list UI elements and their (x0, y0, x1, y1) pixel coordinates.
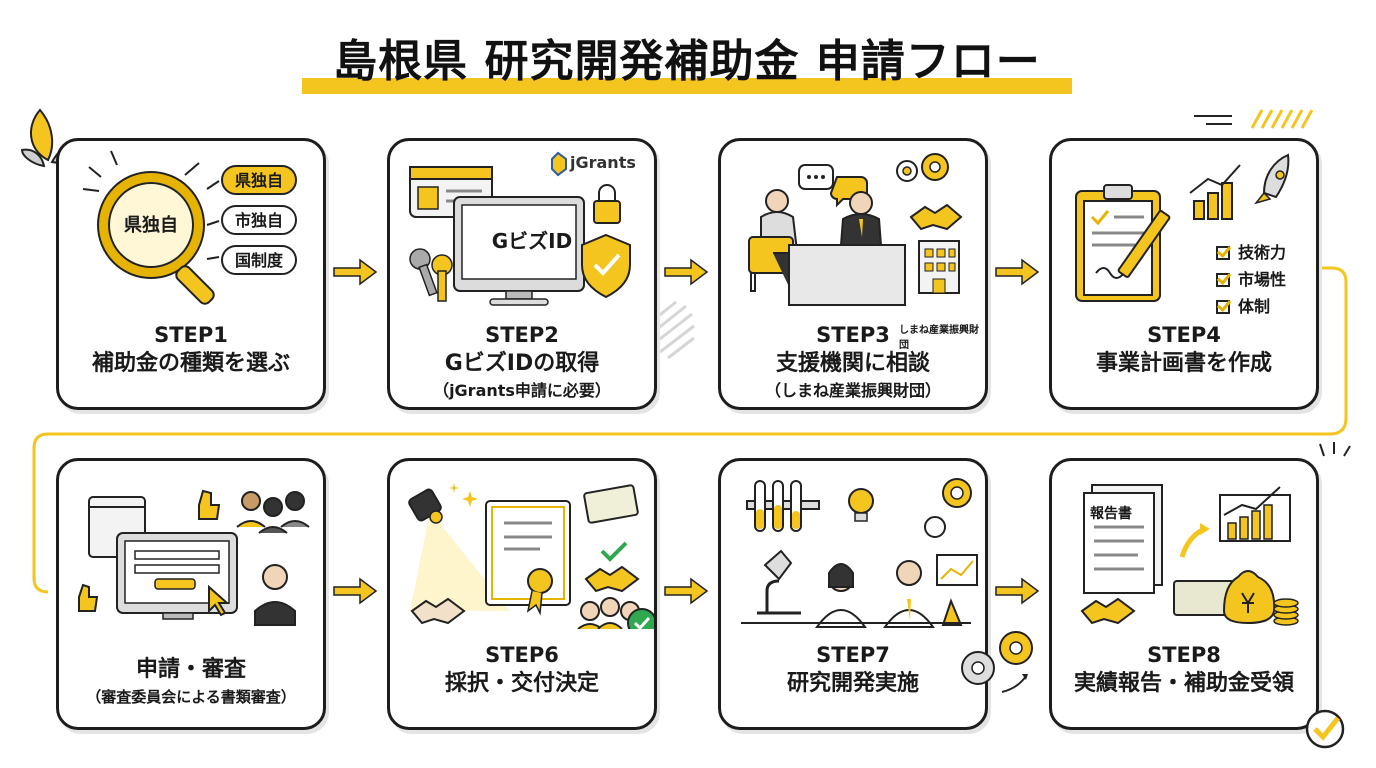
step-name: 申請・審査 (135, 657, 246, 682)
laboratory-icon (741, 478, 978, 628)
title-block: 島根県 研究開発補助金 申請フロー (296, 28, 1078, 98)
step-caption: STEP3 支援機関に相談 （しまね産業振興財団） (721, 321, 985, 403)
consultation-icon (748, 153, 963, 306)
step-caption: STEP4 事業計画書を作成 (1052, 321, 1316, 379)
checkbox-icon (1216, 272, 1230, 287)
jgrants-brand: jGrants (570, 153, 636, 172)
option-city: 市独自 (221, 205, 298, 235)
magnifier-icon (82, 150, 220, 305)
step-number: STEP7 (816, 643, 890, 667)
spark-lines-icon (1319, 442, 1351, 457)
step-card-5: 申請・審査 （審査委員会による書類審査） (56, 458, 326, 730)
step-name: 補助金の種類を選ぶ (91, 351, 290, 376)
evaluation-checklist: 技術力 市場性 体制 (1216, 239, 1286, 320)
speed-lines-icon (1194, 109, 1314, 129)
step-name: GビズIDの取得 (444, 351, 600, 376)
computer-lock-icon (409, 151, 631, 306)
step-caption: STEP6 採択・交付決定 (390, 641, 654, 699)
step-name: 採択・交付決定 (444, 671, 599, 696)
flow-arrow-icon (664, 577, 709, 605)
step-card-6: STEP6 採択・交付決定 (387, 458, 657, 730)
flow-arrow-icon (995, 577, 1040, 605)
step-name: 支援機関に相談 (775, 351, 930, 376)
screen-label: GビズID (491, 229, 573, 253)
step-caption: STEP2 GビズIDの取得 （jGrants申請に必要） (390, 321, 654, 403)
step-number: STEP3 (816, 323, 890, 347)
magnifier-label: 県独自 (124, 215, 178, 236)
step-caption: STEP1 補助金の種類を選ぶ (59, 321, 323, 379)
step-name: 研究開発実施 (786, 671, 919, 696)
step-card-7: STEP7 研究開発実施 (718, 458, 988, 730)
business-plan-icon (1075, 153, 1290, 302)
step-card-3: しまね産業振興財団 STEP3 支援機関に相談 （しまね産業振興財団） (718, 138, 988, 410)
step-name: 実績報告・補助金受領 (1073, 671, 1294, 696)
step-number: STEP8 (1147, 643, 1221, 667)
building-label: しまね産業振興財団 (899, 325, 979, 351)
checkbox-icon (1216, 245, 1230, 260)
gears-icon (961, 631, 1033, 693)
step-card-2: GビズID jGrants STEP2 GビズIDの取得 （jGrants申請に… (387, 138, 657, 410)
flow-arrow-icon (664, 258, 709, 286)
checklist-item: 技術力 (1216, 239, 1286, 266)
complete-check-icon (1305, 709, 1345, 749)
step-number: STEP1 (154, 323, 228, 347)
step-card-1: 県独自 県独自 市独自 国制度 STEP1 補助金の種類を選ぶ (56, 138, 326, 410)
application-review-icon (78, 489, 310, 626)
step-number: STEP6 (485, 643, 559, 667)
step-card-4: 技術力 市場性 体制 STEP4 事業計画書を作成 (1049, 138, 1319, 410)
report-money-icon (1080, 484, 1299, 626)
step-caption: 申請・審査 （審査委員会による書類審査） (59, 641, 323, 709)
flow-arrow-icon (333, 577, 378, 605)
step-number: STEP2 (485, 323, 559, 347)
checklist-item: 体制 (1216, 293, 1286, 320)
checkbox-icon (1216, 299, 1230, 314)
step-number: STEP4 (1147, 323, 1221, 347)
step-note: （jGrants申請に必要） (433, 381, 611, 400)
report-label: 報告書 (1090, 506, 1132, 522)
hatch-decoration-icon (655, 300, 695, 360)
step-name: 事業計画書を作成 (1095, 351, 1272, 376)
option-national: 国制度 (221, 245, 298, 275)
step-caption: STEP8 実績報告・補助金受領 (1052, 641, 1316, 699)
step-caption: STEP7 研究開発実施 (721, 641, 985, 699)
flow-arrow-icon (995, 258, 1040, 286)
page-title: 島根県 研究開発補助金 申請フロー (333, 36, 1041, 87)
flow-arrow-icon (333, 258, 378, 286)
step-note: （審査委員会による書類審査） (86, 688, 296, 706)
step-note: （しまね産業振興財団） (764, 381, 941, 400)
option-prefecture: 県独自 (221, 165, 298, 195)
title-underline (302, 78, 1072, 94)
checklist-item: 市場性 (1216, 266, 1286, 293)
step-card-8: 報告書 STEP8 実績報告・補助金受領 (1049, 458, 1319, 730)
certificate-icon (408, 483, 654, 629)
